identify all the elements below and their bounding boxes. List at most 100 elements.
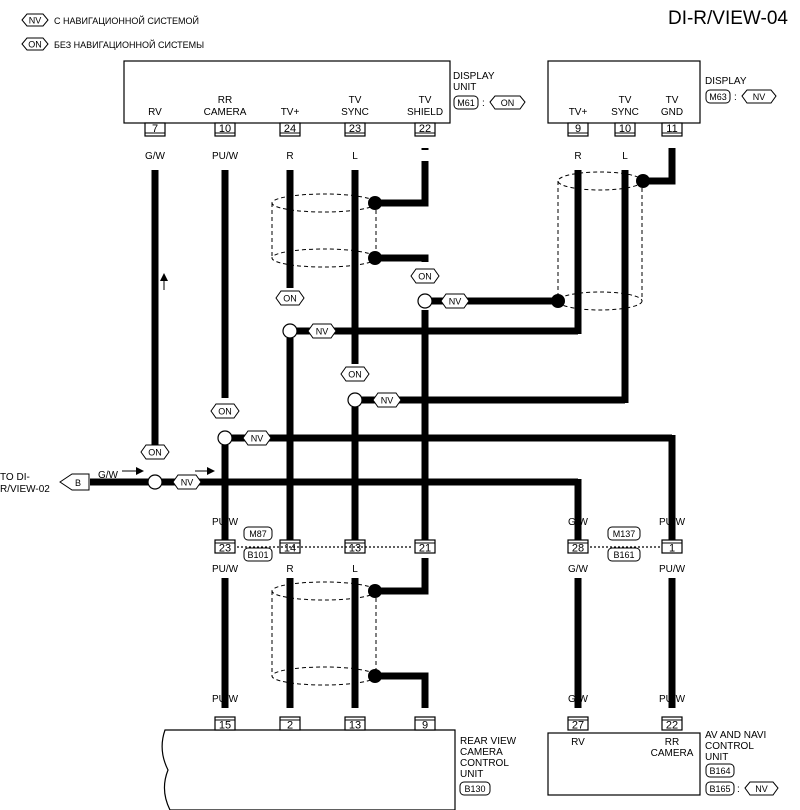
display-unit: DISPLAY UNIT M61 : ON <box>123 60 526 124</box>
joint-right-pin-number: 1 <box>669 543 675 555</box>
legend-nv-tag <box>21 13 49 27</box>
legend-nv-text: С НАВИГАЦИОННОЙ СИСТЕМОЙ <box>54 15 199 26</box>
nv-option-tag-text: NV <box>316 327 329 337</box>
wire-label-bg <box>615 150 635 161</box>
display-pin-label: TV <box>666 95 679 106</box>
av-unit-connector2-tag <box>705 781 735 796</box>
display-pin-number: 11 <box>666 123 677 135</box>
joint-left-connector-top: M87 <box>249 529 267 539</box>
display-name: DISPLAY <box>705 76 747 87</box>
wires <box>90 148 676 708</box>
av-unit-pin-label: RV <box>571 737 585 748</box>
display-unit-option: ON <box>501 98 515 108</box>
joint-right-connector-bottom-tag <box>607 547 641 562</box>
av-unit-connector1: B164 <box>709 766 730 776</box>
display-unit-pin-label: SYNC <box>341 107 369 118</box>
joint-right-pin-number: 28 <box>572 543 584 555</box>
display-wire-color: R <box>574 151 581 162</box>
nv-option-tag <box>307 323 337 339</box>
display-unit-pin-number: 7 <box>152 123 158 135</box>
joint-right-connector-bottom: B161 <box>613 550 634 560</box>
display-unit-pin-label: SHIELD <box>407 107 443 118</box>
av-unit-pin-label: CAMERA <box>651 748 694 759</box>
joint-right-wire-top: PU/W <box>659 517 686 528</box>
on-option-tag-text: ON <box>218 407 232 417</box>
on-option-tag <box>410 268 440 284</box>
page-title: DI-R/VIEW-04 <box>668 8 788 29</box>
wire-shield-bottom2 <box>375 672 429 708</box>
display-wire-color: L <box>622 151 628 162</box>
on-option-tag <box>275 290 305 306</box>
display-unit-pin-number: 24 <box>284 123 296 135</box>
wire-shield-top <box>375 148 429 207</box>
joint-left-wire-top: R <box>286 517 293 528</box>
joint-left-connector-top-tag <box>243 526 273 541</box>
rear-camera-unit: REAR VIEW CAMERA CONTROL UNIT B130 <box>161 729 517 810</box>
av-unit-pin-label: RR <box>665 737 679 748</box>
av-unit-name-3: UNIT <box>705 752 728 763</box>
shield-dot <box>368 669 382 683</box>
wire-label-bg <box>409 150 441 161</box>
joint-left-wire-bottom: L <box>352 564 358 575</box>
joint-left-wire-bottom: R <box>286 564 293 575</box>
legend-on-tag-text: ON <box>28 40 42 50</box>
joint-left-wire-top: PU/W <box>212 517 239 528</box>
wire-shield-drop <box>375 254 429 262</box>
display-unit-pin-label: TV+ <box>281 107 300 118</box>
av-unit-name-2: CONTROL <box>705 741 754 752</box>
shield-dot <box>636 174 650 188</box>
offpage-label-2: R/VIEW-02 <box>0 484 50 495</box>
nv-option-tag-text: NV <box>449 297 462 307</box>
colon: : <box>734 92 737 103</box>
av-unit-wire-color: PU/W <box>659 694 686 705</box>
offpage-wire: G/W <box>98 470 119 481</box>
nv-option-tag <box>440 293 470 309</box>
rear-camera-wire-color: PU/W <box>212 694 239 705</box>
splice-point <box>347 392 363 408</box>
display-unit-wire-color: G/W <box>145 151 166 162</box>
display-option-tag <box>741 89 777 104</box>
nv-option-tag <box>242 430 272 446</box>
joint-left-pin-number: 21 <box>419 543 431 555</box>
on-option-tag <box>140 444 170 460</box>
display-unit-pin-label: TV <box>419 95 432 106</box>
wire-label-bg <box>209 150 241 161</box>
display-connector: M63 <box>709 92 727 102</box>
legend-on-text: БЕЗ НАВИГАЦИОННОЙ СИСТЕМЫ <box>54 39 204 50</box>
av-unit-name-1: AV AND NAVI <box>705 730 766 741</box>
display-unit-pin-number: 10 <box>219 123 231 135</box>
display-unit-option-tag <box>489 95 526 110</box>
av-unit-connector1-tag <box>705 763 735 778</box>
display-pin-label: GND <box>661 107 683 118</box>
rear-camera-name-1: REAR VIEW <box>460 736 517 747</box>
joint-left-connector-bottom: B101 <box>247 550 268 560</box>
wire-gnd <box>643 148 676 185</box>
on-option-tag-text: ON <box>418 272 432 282</box>
av-unit-connector2: B165 <box>709 784 730 794</box>
offpage-label-1: TO DI- <box>0 472 30 483</box>
shield-dot <box>551 294 565 308</box>
rear-camera-pin-number: 15 <box>219 720 231 732</box>
offpage-arrow-tag <box>59 473 90 491</box>
display-unit-wire-color: R <box>286 151 293 162</box>
splice-dots <box>368 174 650 683</box>
rear-camera-pin-number: 9 <box>422 720 428 732</box>
nv-option-tag-text: NV <box>181 478 194 488</box>
rear-camera-name-4: UNIT <box>460 769 483 780</box>
joint-left-pin-number: 13 <box>349 543 361 555</box>
rear-camera-connector-tag <box>459 781 491 796</box>
display-unit-pins: RV7G/WRRCAMERA10PU/WTV+24RTVSYNC23LTVSHI… <box>139 95 443 162</box>
display-pin-label: TV+ <box>569 107 588 118</box>
joint-left-pin-number: 23 <box>219 543 231 555</box>
display-unit-connector: M61 <box>457 98 475 108</box>
av-unit-option-tag <box>744 781 779 796</box>
display-unit-name-1: DISPLAY <box>453 71 495 82</box>
rear-camera-pin-number: 13 <box>349 720 361 732</box>
joint-right-wire-bottom: PU/W <box>659 564 686 575</box>
display-option: NV <box>753 92 766 102</box>
joint-right-connector-top-tag <box>607 526 641 541</box>
display-unit-wire-color: PU/W <box>212 151 239 162</box>
